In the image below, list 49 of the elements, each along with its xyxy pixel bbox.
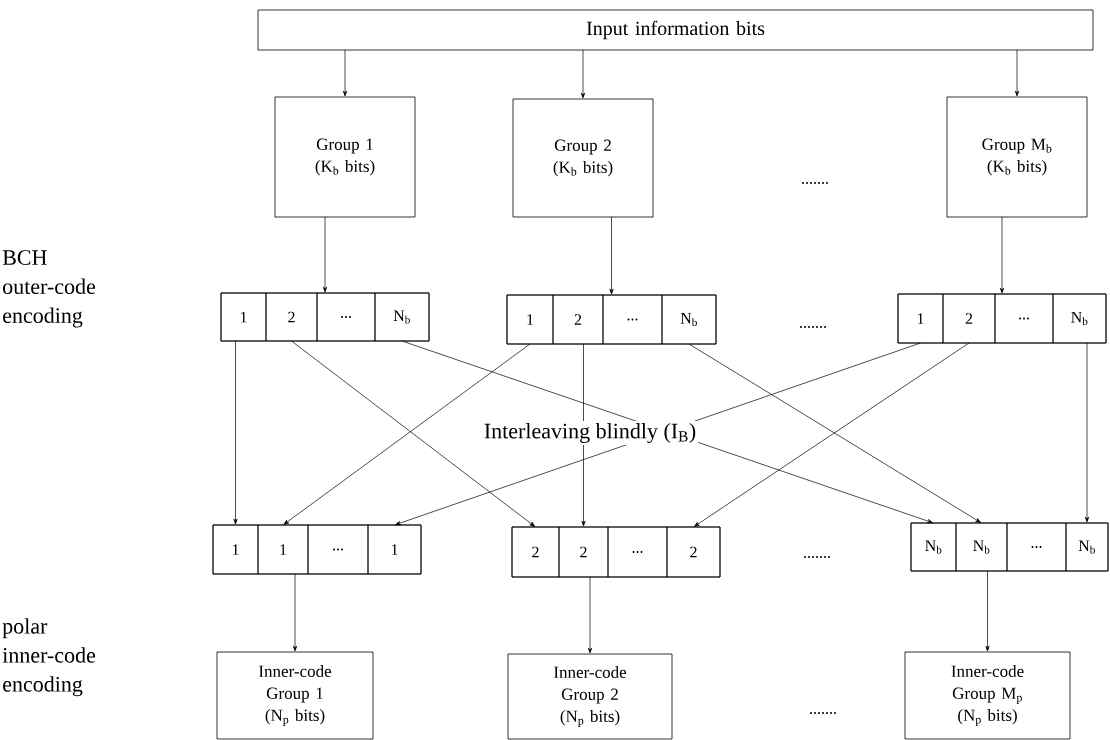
table-cell: N$_{b}$ xyxy=(661,294,717,345)
arrow xyxy=(609,216,614,295)
table-cell: 2 xyxy=(265,292,318,342)
table-cell: 2 xyxy=(942,293,996,344)
table-cell: 1 xyxy=(212,524,259,575)
group-box: Inner-code Group M$_{p}$ (N$_{p}$ bits) xyxy=(904,651,1071,740)
stage-label: BCH outer-code encoding xyxy=(0,248,117,330)
arrow xyxy=(999,216,1005,294)
ellipsis: ....... xyxy=(799,180,831,186)
table-cell: 2 xyxy=(552,294,604,345)
ellipsis: ....... xyxy=(807,710,839,716)
group-box: Group M$_{b}$ (K$_{b}$ bits) xyxy=(946,96,1088,218)
table-cell: 1 xyxy=(897,293,944,344)
arrow xyxy=(342,49,348,97)
table-cell: ... xyxy=(307,524,369,575)
interleaver-label: Interleaving blindly (I$_{B}$) xyxy=(481,421,699,445)
table-cell: N$_{b}$ xyxy=(1065,522,1109,572)
table-cell: 2 xyxy=(558,526,609,578)
input-box: Input information bits xyxy=(257,9,1094,51)
arrow xyxy=(233,340,238,525)
table-cell: 1 xyxy=(367,524,422,575)
table-cell: ... xyxy=(994,293,1054,344)
group-box: Group 2 (K$_{b}$ bits) xyxy=(512,98,654,218)
table-cell: N$_{b}$ xyxy=(955,522,1008,572)
arrow xyxy=(1084,342,1090,523)
table-cell: N$_{b}$ xyxy=(910,522,957,572)
group-box: Inner-code Group 1 (N$_{p}$ bits) xyxy=(216,651,374,740)
arrow xyxy=(322,216,328,293)
arrow xyxy=(580,49,586,99)
stage-label: polar inner-code encoding xyxy=(0,616,117,699)
table-cell: ... xyxy=(1006,522,1067,572)
table-cell: 1 xyxy=(220,292,267,342)
arrow xyxy=(587,576,593,654)
arrow xyxy=(292,573,298,652)
ellipsis: ....... xyxy=(801,554,833,560)
table-cell: ... xyxy=(607,526,668,578)
table-cell: N$_{b}$ xyxy=(1052,293,1107,344)
table-cell: 1 xyxy=(506,294,554,345)
arrow xyxy=(1014,49,1020,97)
ellipsis: ....... xyxy=(797,324,829,330)
table-cell: ... xyxy=(602,294,663,345)
table-cell: 1 xyxy=(257,524,309,575)
table-cell: ... xyxy=(316,292,376,342)
table-cell: N$_{b}$ xyxy=(374,292,430,342)
table-cell: 2 xyxy=(511,526,560,578)
group-box: Group 1 (K$_{b}$ bits) xyxy=(274,96,416,218)
group-box: Inner-code Group 2 (N$_{p}$ bits) xyxy=(507,653,673,740)
table-cell: 2 xyxy=(666,526,721,578)
arrow xyxy=(985,570,990,652)
